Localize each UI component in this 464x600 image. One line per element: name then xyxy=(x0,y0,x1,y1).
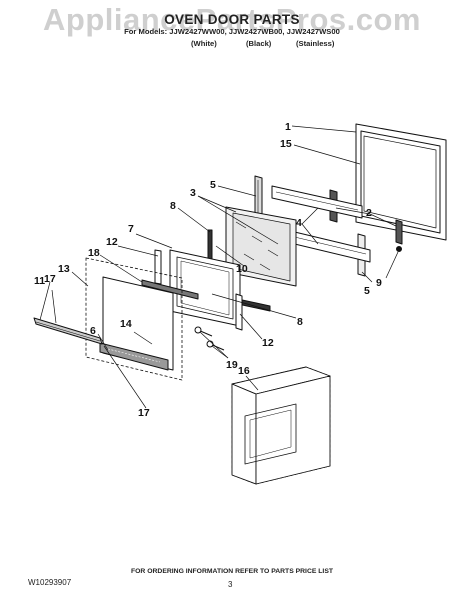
callout-4: 4 xyxy=(296,217,302,229)
callout-14: 14 xyxy=(120,318,132,330)
callout-19: 19 xyxy=(226,359,238,371)
ordering-note: FOR ORDERING INFORMATION REFER TO PARTS … xyxy=(130,568,334,575)
finish-stainless-label: (Stainless) xyxy=(296,39,335,48)
document-number: W10293907 xyxy=(28,578,72,587)
finish-black-label: (Black) xyxy=(246,39,272,48)
callout-7: 7 xyxy=(128,223,134,235)
callout-15: 15 xyxy=(280,138,292,150)
callout-5-lower: 5 xyxy=(364,285,370,297)
callout-8-upper: 8 xyxy=(170,200,176,212)
page-title: OVEN DOOR PARTS xyxy=(164,12,300,27)
callout-1: 1 xyxy=(285,121,291,133)
outer-door-panel xyxy=(355,123,447,241)
page-number: 3 xyxy=(228,580,233,589)
callout-12-upper: 12 xyxy=(106,236,118,248)
callout-17-lower: 17 xyxy=(138,407,150,419)
glass-pack xyxy=(225,206,297,287)
bottom-vent-strip xyxy=(99,342,169,371)
side-trim-right xyxy=(235,293,243,331)
door-handle xyxy=(33,317,103,345)
inner-door-panel-outline xyxy=(85,257,183,381)
callouts: 1 15 5 3 8 2 4 7 12 18 10 9 5 11 17 13 8… xyxy=(34,121,382,419)
callout-11: 11 xyxy=(34,275,45,287)
callout-17-upper: 17 xyxy=(44,273,56,285)
callout-3: 3 xyxy=(190,187,196,199)
oven-cavity-box xyxy=(231,366,331,485)
callout-9: 9 xyxy=(376,277,382,289)
inner-door-window xyxy=(102,276,174,371)
models-line: For Models: JJW2427WW00, JJW2427WB00, JJ… xyxy=(124,27,340,36)
callout-12-lower: 12 xyxy=(262,337,274,349)
hinge-right xyxy=(395,219,403,252)
top-trim-rail xyxy=(271,185,363,219)
callout-8-lower: 8 xyxy=(297,316,303,328)
leader-lines xyxy=(39,125,399,409)
callout-10: 10 xyxy=(236,263,248,275)
watermark: AppliancePartsPros.com xyxy=(43,2,421,37)
callout-16: 16 xyxy=(238,365,250,377)
fasteners xyxy=(194,326,225,351)
callout-13: 13 xyxy=(58,263,70,275)
callout-2: 2 xyxy=(366,207,372,219)
finish-white-label: (White) xyxy=(191,39,217,48)
callout-6: 6 xyxy=(90,325,96,337)
callout-18: 18 xyxy=(88,247,100,259)
side-trim-left xyxy=(154,249,162,285)
callout-5-upper: 5 xyxy=(210,179,216,191)
door-gasket xyxy=(141,279,199,300)
